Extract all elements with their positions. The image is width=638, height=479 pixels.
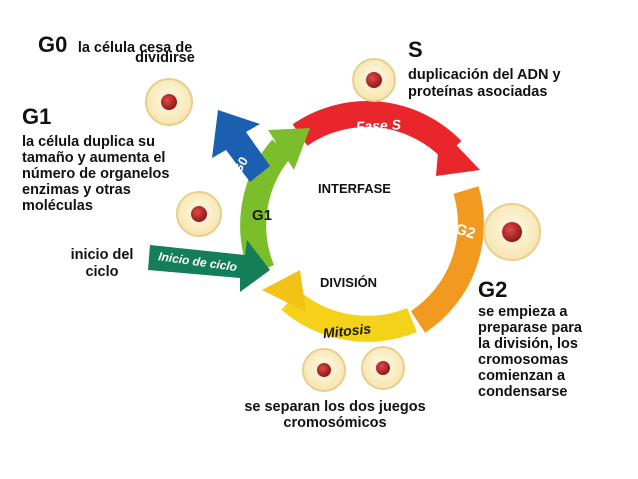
inicio-line1: inicio del (70, 247, 134, 263)
g0-code: G0 (38, 32, 68, 57)
interfase-label: INTERFASE (318, 181, 391, 196)
fase-s-arrow (292, 101, 480, 176)
g0-desc-line1: la célula cesa de (77, 40, 193, 56)
inicio-line2: ciclo (85, 264, 119, 280)
g1-desc-line5: moléculas (22, 198, 93, 214)
g2-arrow (410, 186, 484, 333)
arrow-label-g2: G2 (453, 220, 477, 242)
g1-desc-line1: la célula duplica su (22, 134, 155, 150)
g0-desc-line2: dividirse (135, 50, 195, 66)
g2-desc-line1: se empieza a (478, 304, 568, 320)
g2-desc-line4: cromosomas (478, 352, 569, 368)
arrow-label-g1: G1 (252, 207, 272, 224)
s-desc-line1: duplicación del ADN y (408, 67, 561, 83)
s-code: S (408, 37, 423, 62)
g1-code: G1 (22, 104, 52, 129)
g1-arrow (240, 128, 310, 275)
g2-desc-line5: comienzan a (478, 368, 566, 384)
mitosis-desc-line1: se separan los dos juegos (244, 399, 426, 415)
g2-code: G2 (478, 277, 508, 302)
g0-label-group: G0 la célula cesa de (38, 33, 192, 57)
g1-desc-line4: enzimas y otras (22, 182, 131, 198)
arrow-label-mitosis: Mitosis (322, 320, 372, 341)
g0-arrow (212, 110, 270, 182)
mitosis-arrow (262, 270, 417, 342)
g2-desc-line6: condensarse (478, 384, 568, 400)
mitosis-desc-line2: cromosómicos (283, 415, 387, 431)
cell-mitosis-1 (302, 348, 346, 392)
cell-g0 (145, 78, 193, 126)
arrow-label-fase-s: Fase S (355, 116, 402, 134)
g2-desc-line2: preparase para (478, 320, 582, 336)
inicio-ciclo-arrow (148, 240, 270, 292)
cell-mitosis-2 (361, 346, 405, 390)
g2-desc-line3: la división, los (478, 336, 578, 352)
cell-g1 (176, 191, 222, 237)
division-label: DIVISIÓN (320, 275, 377, 290)
s-desc-line2: proteínas asociadas (408, 84, 548, 100)
cell-g2 (483, 203, 541, 261)
g1-desc-line3: número de organelos (22, 166, 170, 182)
cell-s (352, 58, 396, 102)
g1-desc-line2: tamaño y aumenta el (22, 150, 166, 166)
